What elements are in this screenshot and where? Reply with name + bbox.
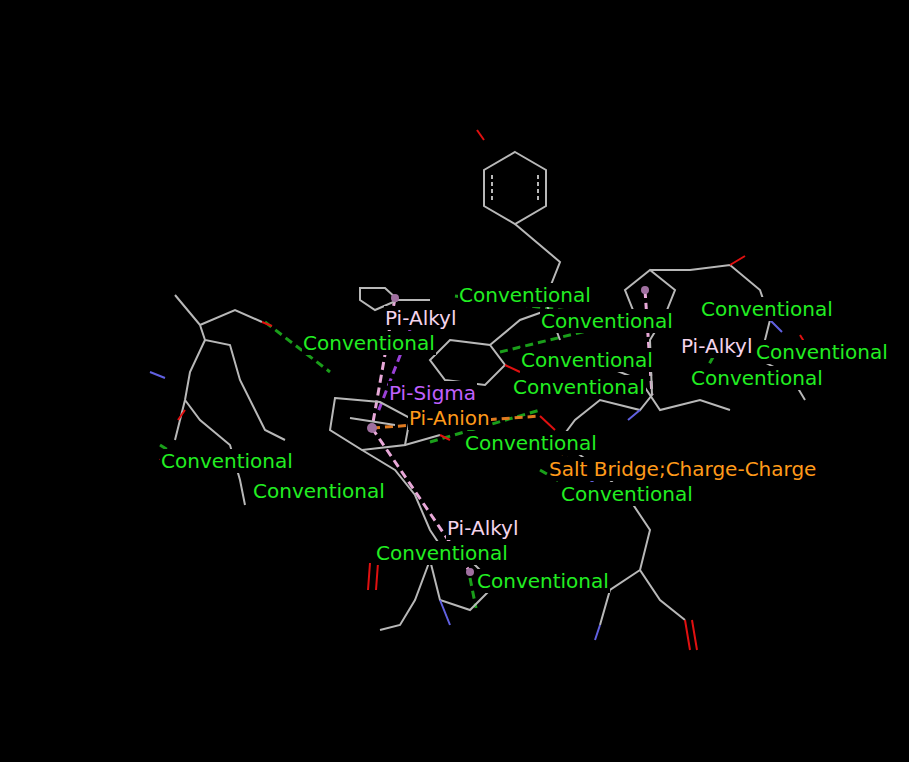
oxygen-bonds: [160, 130, 808, 650]
interaction-label: Conventional: [512, 375, 646, 399]
interaction-label: Conventional: [160, 449, 294, 473]
centroid-dot: [367, 423, 377, 433]
backbone: [175, 295, 285, 505]
interaction-label: Conventional: [520, 348, 654, 372]
interaction-label: Conventional: [690, 366, 824, 390]
centroid-dot: [466, 568, 474, 576]
aromatic-ring: [484, 152, 546, 224]
carbonyl: [368, 563, 378, 590]
interaction-label: Pi-Alkyl: [680, 334, 753, 358]
interaction-label: Pi-Alkyl: [446, 516, 519, 540]
interaction-label: Conventional: [755, 340, 889, 364]
oxygen: [262, 322, 272, 326]
interaction-label: Salt Bridge;Charge-Charge: [548, 457, 817, 481]
interaction-label: Conventional: [700, 297, 834, 321]
interaction-label: Conventional: [375, 541, 509, 565]
interaction-label: Conventional: [560, 482, 694, 506]
interaction-label: Conventional: [458, 283, 592, 307]
centroid-dot: [391, 294, 399, 302]
residue-sticks: [175, 152, 805, 630]
amine: [150, 372, 635, 640]
interaction-label: Conventional: [302, 331, 436, 355]
carboxylate: [540, 416, 555, 430]
aromatic-bond: [492, 175, 538, 201]
interaction-label: Conventional: [476, 569, 610, 593]
interaction-label: Pi-Sigma: [388, 381, 477, 405]
interaction-label: Pi-Anion: [408, 406, 491, 430]
interaction-label: Conventional: [540, 309, 674, 333]
interaction-label: Conventional: [252, 479, 386, 503]
aromatic-ring: [330, 398, 410, 450]
interaction-label: Conventional: [464, 431, 598, 455]
hydroxyl: [477, 130, 484, 140]
interaction-lines: [160, 290, 720, 608]
interaction-label: Pi-Alkyl: [384, 306, 457, 330]
centroid-dot: [641, 286, 649, 294]
